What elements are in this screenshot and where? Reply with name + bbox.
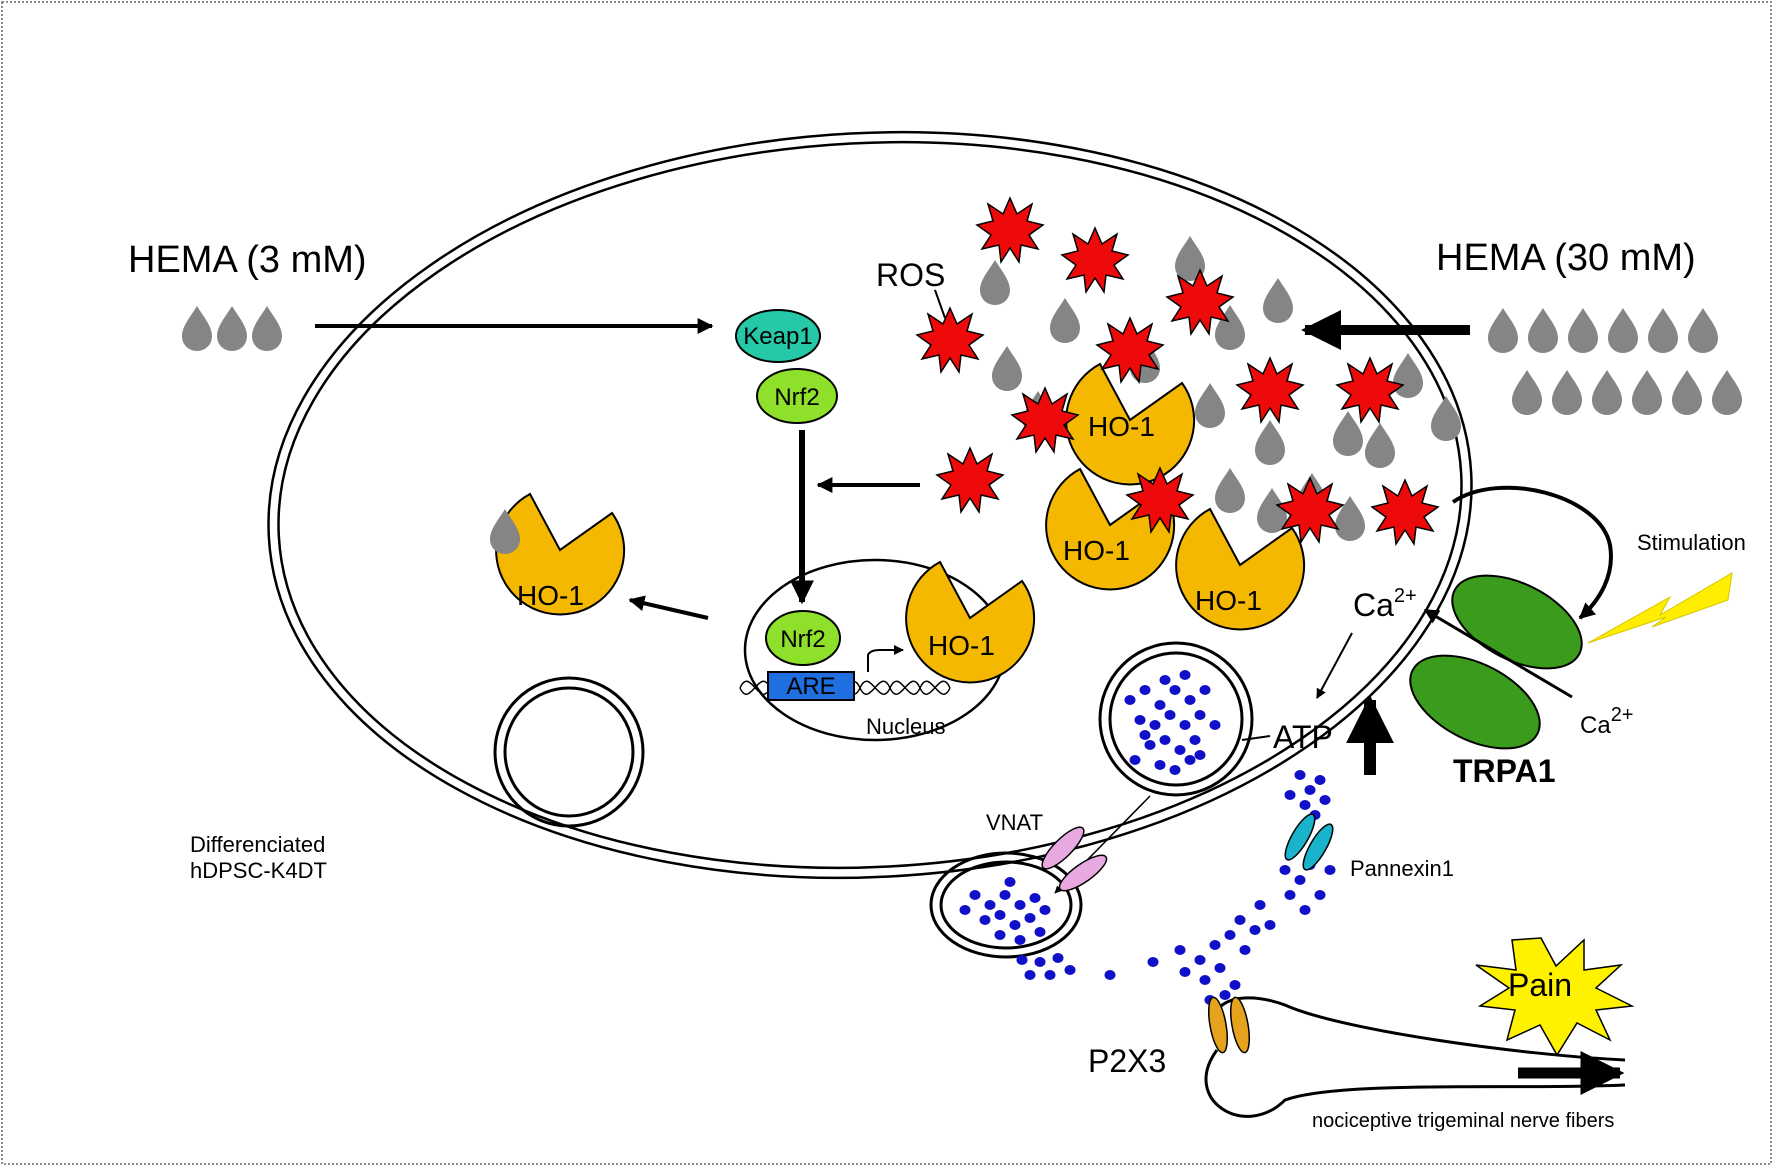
empty-vesicle [493, 676, 645, 828]
hema-low-droplets [182, 306, 282, 351]
atp-label: ATP [1273, 719, 1333, 755]
stimulation-label: Stimulation [1637, 530, 1746, 555]
ca-label-outside: Ca2+ [1580, 704, 1634, 739]
keap1-label: Keap1 [743, 323, 812, 350]
ros-pointer [934, 289, 946, 319]
pannexin1-channel [1284, 813, 1334, 871]
pannexin1-label: Pannexin1 [1350, 856, 1454, 881]
keap1 [735, 309, 821, 363]
ho1-label-2: HO-1 [1063, 535, 1130, 566]
nrf2 [756, 368, 838, 424]
vnat-label: VNAT [986, 810, 1043, 835]
ros-label: ROS [876, 257, 945, 293]
nrf2-nuclear-label: Nrf2 [780, 626, 825, 653]
trpa1-channel [1409, 574, 1583, 750]
p2x3-receptor [1207, 996, 1251, 1054]
cell-line-label-2: hDPSC-K4DT [190, 858, 327, 883]
vnat-transporter [1041, 826, 1108, 892]
pain-star [1475, 937, 1635, 1057]
ca-to-atp-arrow [1316, 632, 1353, 699]
p2x3-label: P2X3 [1088, 1043, 1166, 1079]
vnat-vesicle [929, 851, 1083, 959]
nrf2-nuclear [765, 610, 841, 666]
atp-pointer [1241, 735, 1271, 741]
ca-label-inside: Ca2+ [1353, 585, 1417, 623]
are-element [767, 671, 855, 701]
ho1-label-3: HO-1 [1195, 585, 1262, 616]
nucleus-label: Nucleus [866, 714, 945, 739]
cell-line-label-1: Differenciated [190, 832, 325, 857]
hema-low-label: HEMA (3 mM) [128, 239, 367, 281]
trpa1-label: TRPA1 [1453, 753, 1556, 789]
ho1-export-arrow [628, 595, 709, 620]
transcription-arrow [867, 645, 904, 672]
atp-vesicle [1098, 641, 1254, 797]
cell-membrane [267, 130, 1473, 880]
ho1-nucleus [905, 561, 1036, 684]
are-label: ARE [786, 673, 835, 700]
ros-to-trpa1-arrow [1451, 485, 1613, 620]
hema-high-droplets [1488, 308, 1742, 415]
lightning-icon [1587, 572, 1733, 644]
ho1-label-1: HO-1 [1088, 411, 1155, 442]
hema-high-label: HEMA (30 mM) [1436, 237, 1696, 279]
nrf2-label: Nrf2 [774, 384, 819, 411]
ho1-label-left: HO-1 [517, 580, 584, 611]
ho1-label-nucleus: HO-1 [928, 630, 995, 661]
pain-label: Pain [1508, 967, 1572, 1003]
nerve-label: nociceptive trigeminal nerve fibers [1312, 1110, 1614, 1132]
